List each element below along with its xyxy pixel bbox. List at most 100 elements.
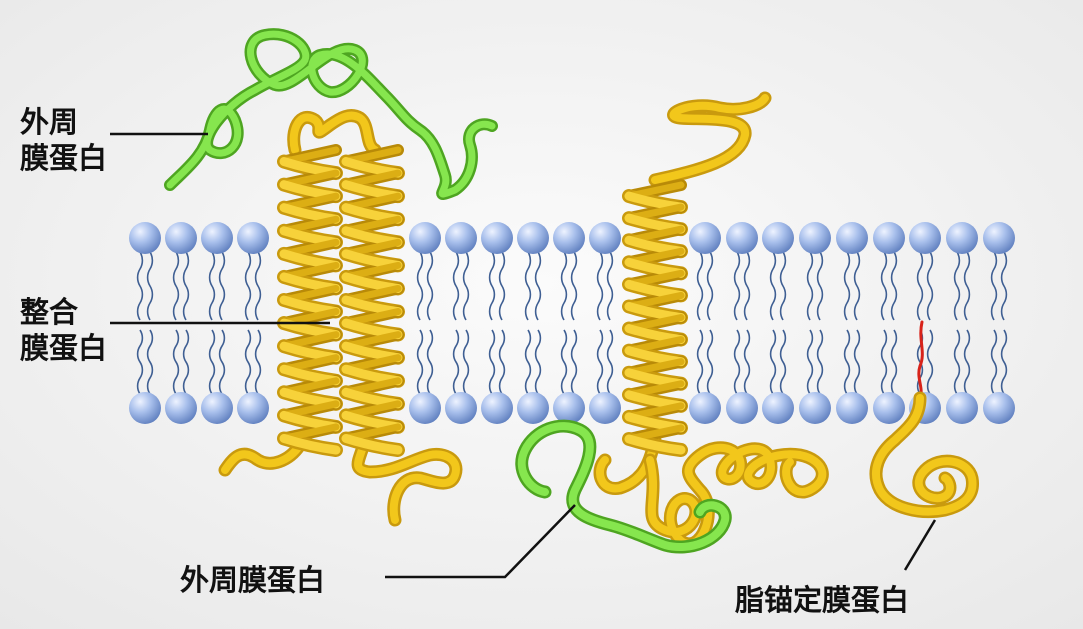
lipid-tail (963, 329, 971, 395)
lipid-tail (218, 251, 226, 321)
lipid-tail (769, 329, 777, 395)
peripheral-protein-bottom (515, 419, 732, 554)
lipid-tail (244, 251, 252, 321)
lipid-tail (534, 251, 542, 321)
lipid-tail (254, 329, 262, 395)
lipid-tail (488, 251, 496, 321)
lipid-tail (806, 329, 814, 395)
phospholipid-head (201, 392, 233, 424)
phospholipid-head (481, 392, 513, 424)
lipid-tail (779, 251, 787, 321)
lipid-tail (570, 329, 578, 395)
lipid-tail (926, 251, 934, 321)
lipid-tail (963, 251, 971, 321)
lipid-tail (254, 251, 262, 321)
phospholipid-head (983, 222, 1015, 254)
lipid-tail (244, 329, 252, 395)
lipid-anchored-protein (869, 320, 979, 519)
lipid-tail (498, 251, 506, 321)
lipid-tail (890, 329, 898, 395)
pointer-lines (110, 132, 937, 579)
lipid-tail (843, 329, 851, 395)
phospholipid-head (165, 392, 197, 424)
lipid-tail (146, 251, 154, 321)
lipid-tail (1000, 251, 1008, 321)
phospholipid-head (983, 392, 1015, 424)
integral-helix-1 (277, 144, 343, 457)
label-line: 膜蛋白 (20, 331, 108, 365)
phospholipid-bilayer (129, 222, 1015, 424)
pointer-lipid-anchored (903, 519, 937, 571)
pointer-peripheral-bottom (385, 504, 576, 579)
lipid-tail (182, 251, 190, 321)
lipid-tail (816, 329, 824, 395)
lipid-tail (990, 329, 998, 395)
phospholipid-head (946, 392, 978, 424)
phospholipid-head (517, 392, 549, 424)
lipid-tail (696, 329, 704, 395)
phospholipid-head (129, 392, 161, 424)
phospholipid-head (445, 392, 477, 424)
phospholipid-head (836, 392, 868, 424)
lipid-tail (560, 251, 568, 321)
label-lipid-anchored-membrane-protein: 脂锚定膜蛋白 (735, 583, 910, 617)
lipid-tail (733, 251, 741, 321)
integral-protein-helices (277, 144, 688, 457)
lipid-tail (208, 251, 216, 321)
lipid-tail (426, 251, 434, 321)
lipid-anchor (917, 320, 924, 400)
phospholipid-head (589, 392, 621, 424)
lipid-tail (560, 329, 568, 395)
lipid-tail (182, 329, 190, 395)
label-peripheral-membrane-protein-bottom: 外周膜蛋白 (180, 563, 326, 597)
lipid-tail (596, 329, 604, 395)
phospholipid-head (409, 392, 441, 424)
lipid-tail (596, 251, 604, 321)
phospholipid-head (409, 222, 441, 254)
lipid-tail (706, 329, 714, 395)
label-line: 膜蛋白 (20, 141, 108, 175)
integral-helix-2 (339, 144, 405, 457)
phospholipid-head (726, 392, 758, 424)
phospholipid-head (445, 222, 477, 254)
lipid-tail (853, 329, 861, 395)
phospholipid-head (909, 222, 941, 254)
lipid-tail (696, 251, 704, 321)
lipid-tail (853, 251, 861, 321)
helix-front-strand (624, 434, 686, 455)
phospholipid-head (689, 222, 721, 254)
lipid-tail (452, 251, 460, 321)
lipid-tail (426, 329, 434, 395)
lipid-tail (462, 251, 470, 321)
lipid-tail (524, 251, 532, 321)
lipid-tail (743, 329, 751, 395)
phospholipid-head (873, 222, 905, 254)
lipid-tail (743, 251, 751, 321)
lipid-tail (534, 329, 542, 395)
lipid-tail (570, 251, 578, 321)
lipid-tail (462, 329, 470, 395)
lipid-tail (880, 329, 888, 395)
lipid-tail (733, 329, 741, 395)
phospholipid-head (201, 222, 233, 254)
lipid-tail (606, 329, 614, 395)
peripheral-protein-top (164, 28, 498, 200)
lipid-tail (1000, 329, 1008, 395)
lipid-tail (880, 251, 888, 321)
lipid-tail (172, 329, 180, 395)
lipid-tail (416, 329, 424, 395)
lipid-tail (779, 329, 787, 395)
lipid-tail (953, 251, 961, 321)
lipid-tail (524, 329, 532, 395)
lipid-tail (843, 251, 851, 321)
phospholipid-head (517, 222, 549, 254)
lipid-tail (498, 329, 506, 395)
lipid-tail (816, 251, 824, 321)
helix-front-strand (341, 433, 403, 455)
label-line: 外周 (20, 105, 79, 139)
lipid-tail (136, 329, 144, 395)
lipid-tail (452, 329, 460, 395)
